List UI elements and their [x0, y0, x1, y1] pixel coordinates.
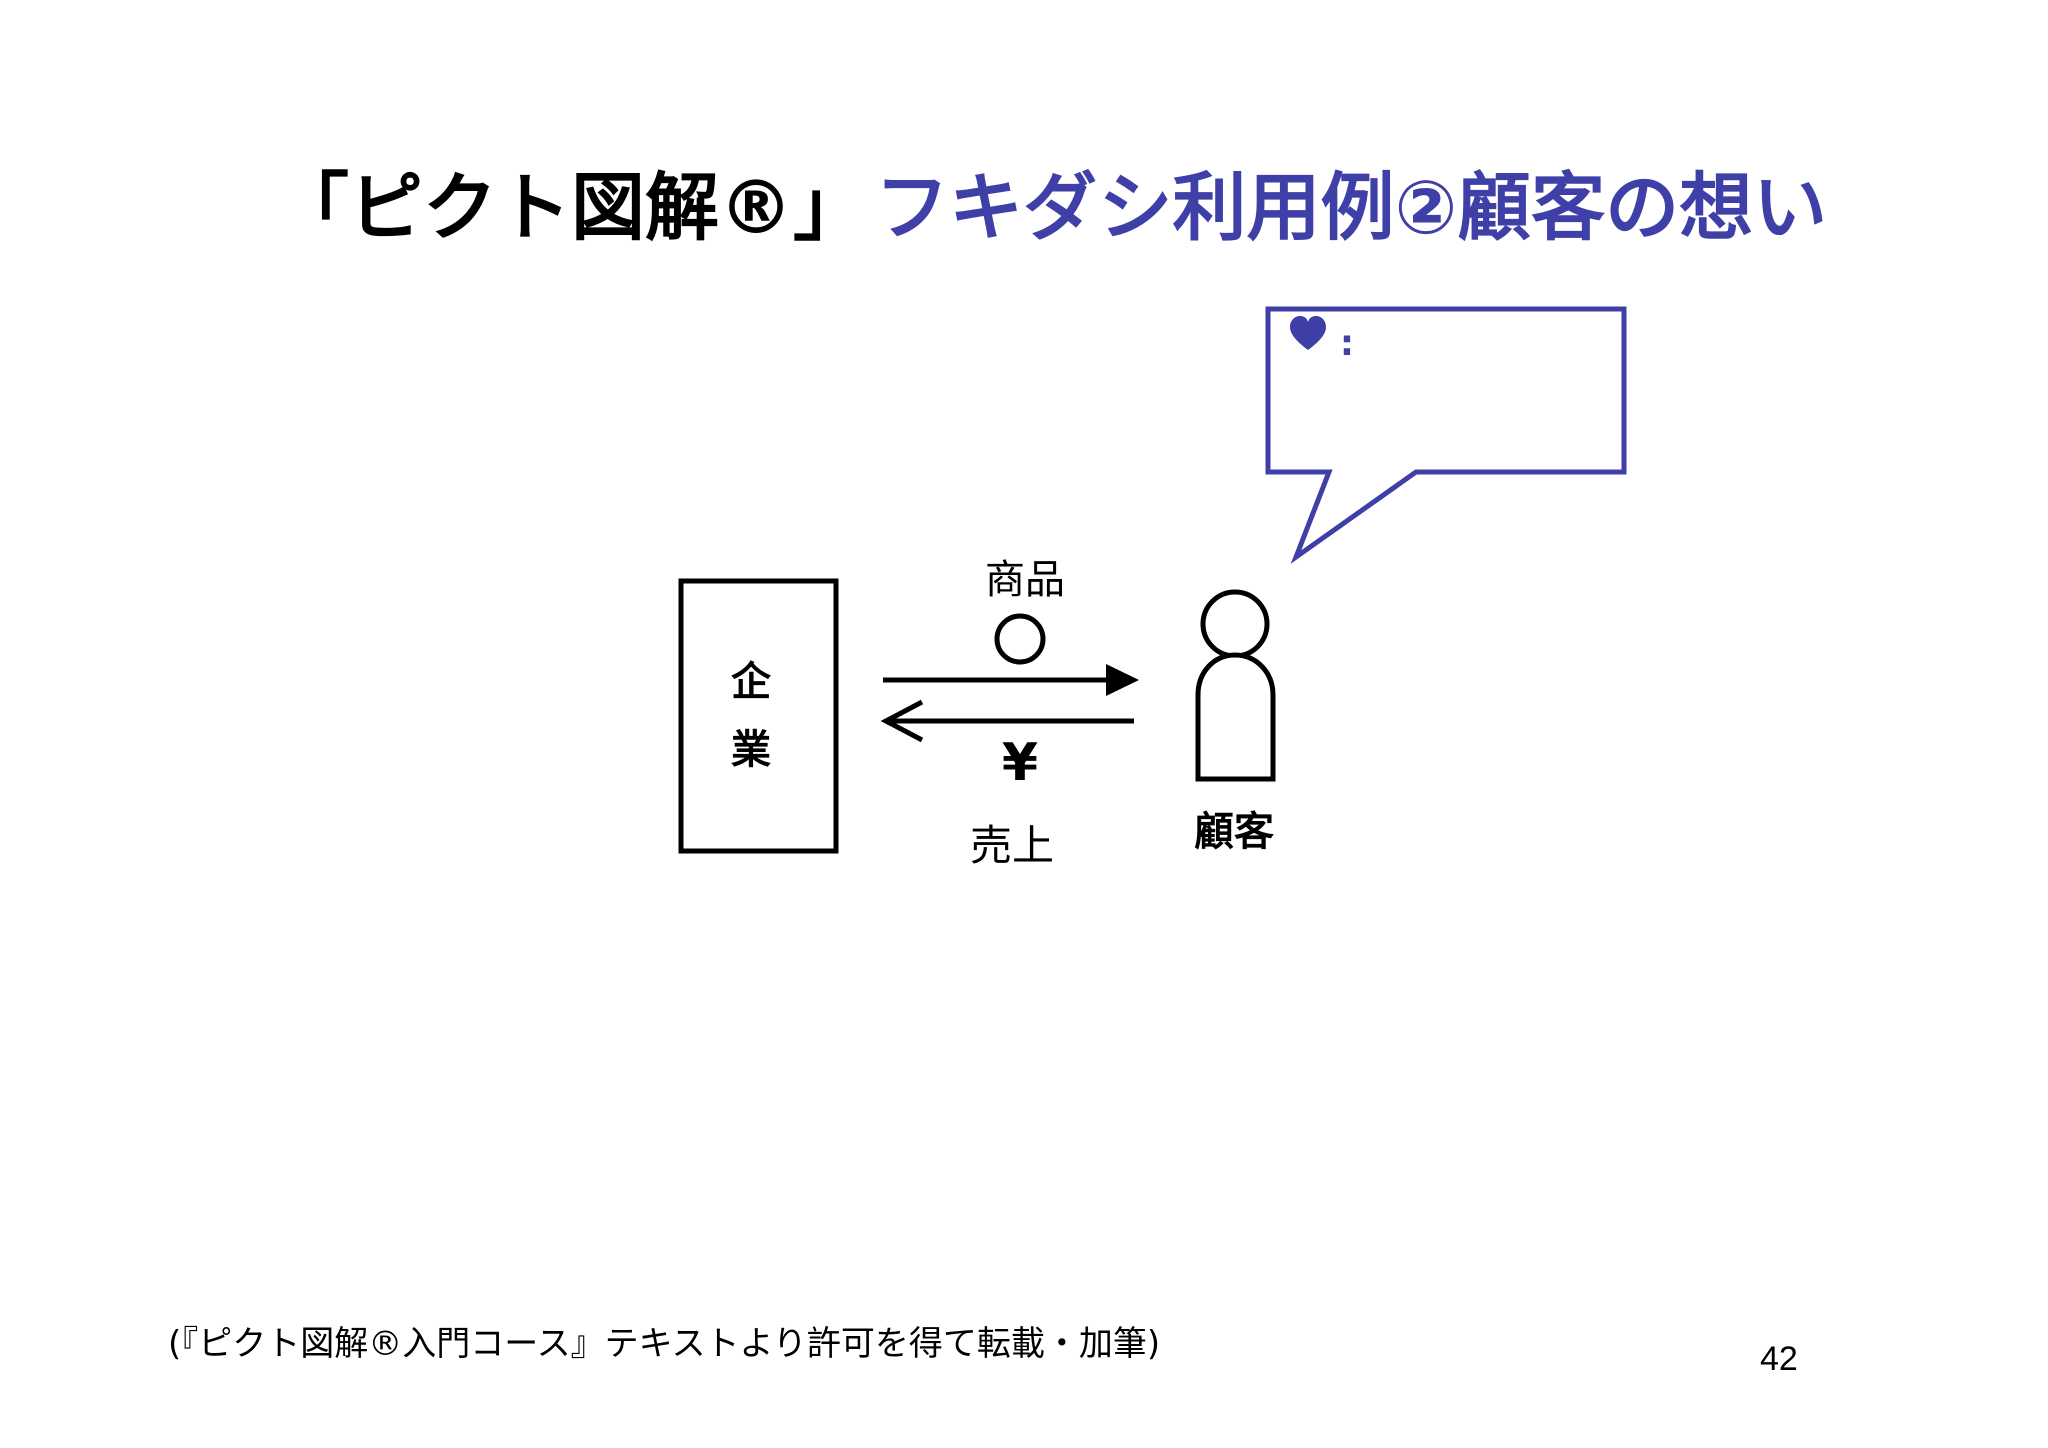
speech-bubble — [1265, 306, 1627, 564]
product-arrowhead — [1106, 664, 1139, 696]
company-char-1: 企 — [731, 659, 772, 705]
yen-symbol: ¥ — [1002, 733, 1038, 793]
product-label: 商品 — [985, 557, 1065, 603]
customer-label: 顧客 — [1194, 809, 1274, 855]
bubble-colon: : — [1340, 323, 1354, 364]
heart-icon — [1290, 316, 1326, 350]
sales-label: 売上 — [970, 821, 1054, 870]
company-char-2: 業 — [731, 727, 771, 773]
money-arrowhead — [880, 699, 924, 743]
title-main: 「ピクト図解®」 — [275, 165, 867, 251]
customer-body — [1195, 652, 1276, 782]
title-subtitle: フキダシ利用例②顧客の想い — [875, 165, 1828, 251]
slide-title: 「ピクト図解®」フキダシ利用例②顧客の想い — [275, 158, 1827, 258]
customer-head — [1200, 589, 1270, 659]
page-number: 42 — [1760, 1340, 1798, 1378]
product-circle — [994, 613, 1046, 665]
source-note: (『ピクト図解®入門コース』テキストより許可を得て転載・加筆) — [168, 1324, 1161, 1364]
company-box — [678, 578, 839, 854]
